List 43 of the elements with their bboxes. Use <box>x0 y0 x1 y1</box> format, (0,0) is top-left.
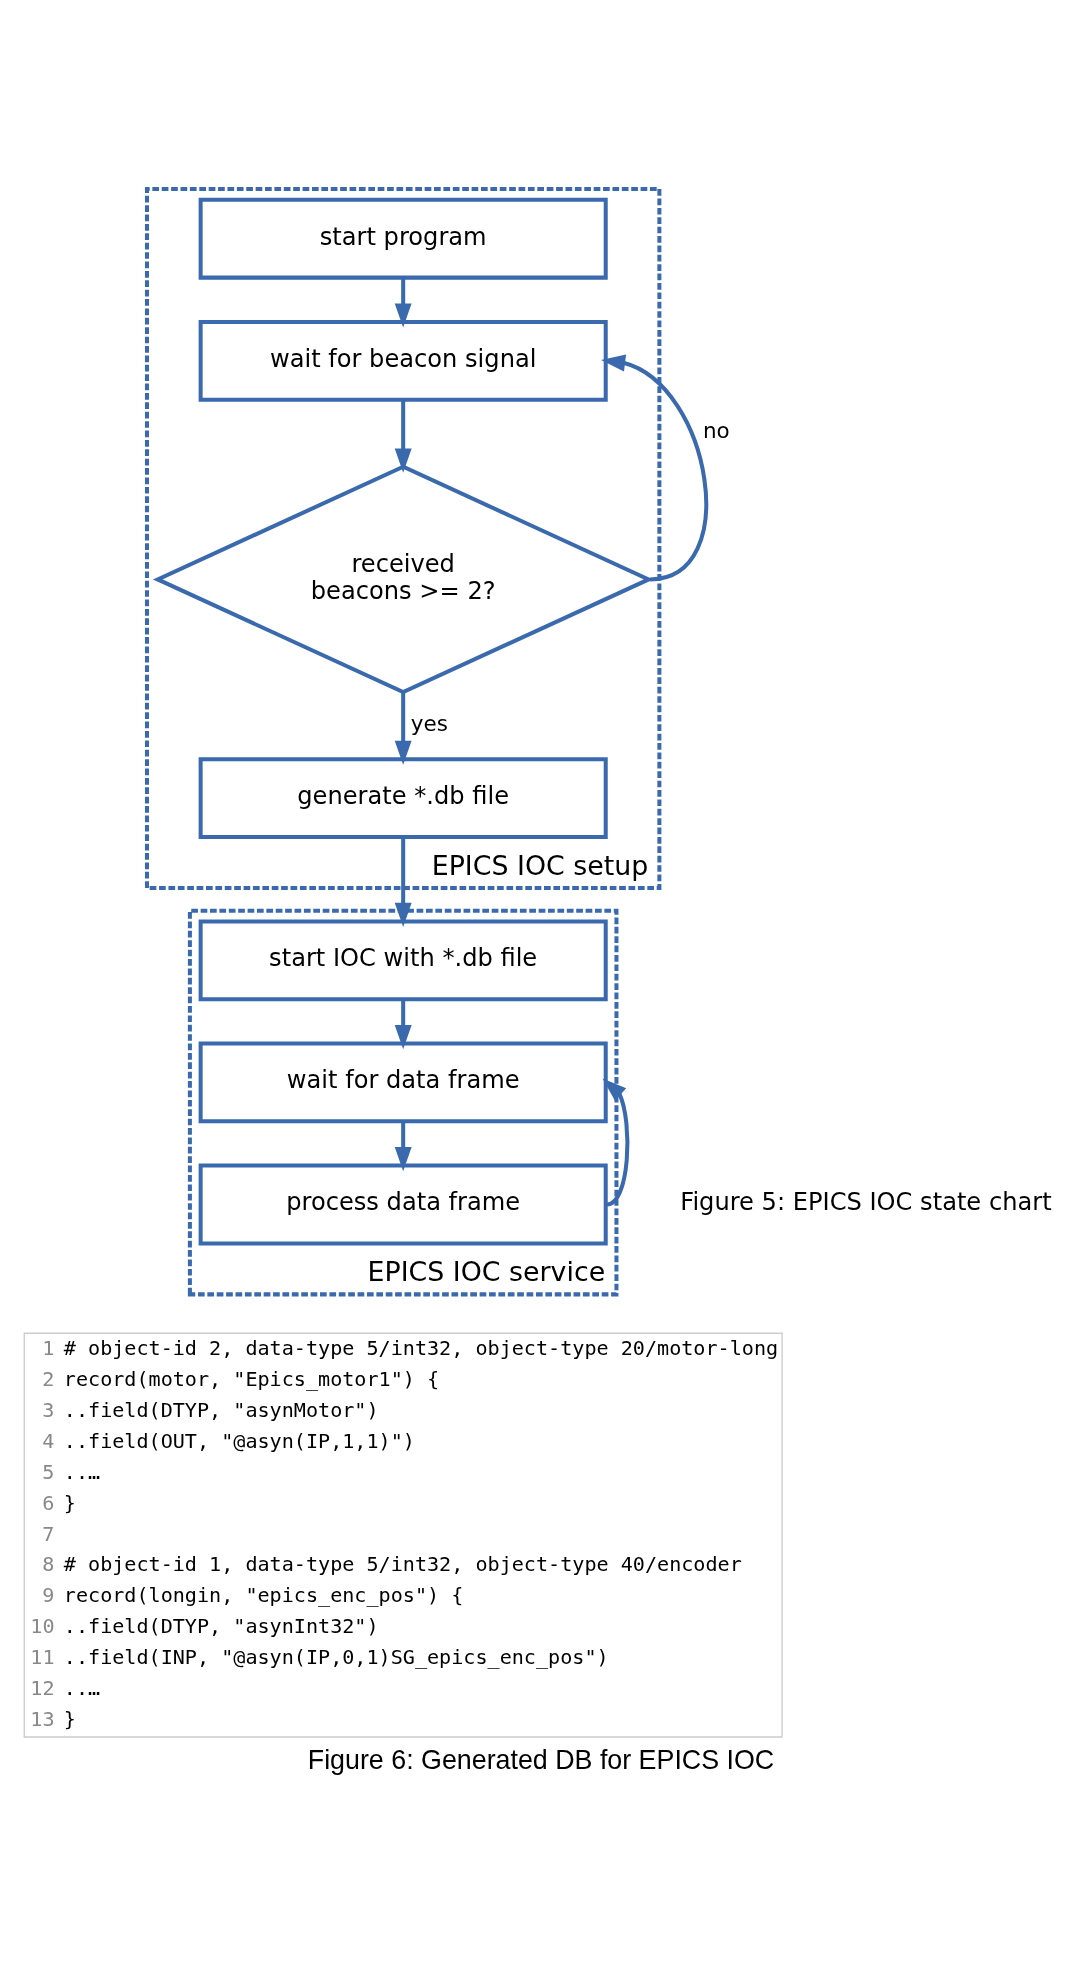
label: record(motor, "Epics_motor1") { <box>63 1367 440 1392</box>
node-box: wait for beacon signal <box>198 319 608 402</box>
label: } <box>63 1490 76 1515</box>
label: 7 <box>42 1521 55 1546</box>
node-box: start program <box>198 197 608 280</box>
label: ..field(DTYP, "asynMotor") <box>63 1398 379 1423</box>
edge-label: yes <box>410 710 448 736</box>
label: } <box>63 1706 76 1731</box>
caption: Figure 6: Generated DB for EPICS IOC <box>307 1745 775 1776</box>
label: 1 <box>42 1336 55 1361</box>
label: ..field(INP, "@asyn(IP,0,1)SG_epics_enc_pos") <box>63 1644 609 1669</box>
label: 9 <box>42 1583 55 1608</box>
label: 8 <box>42 1552 55 1577</box>
label: record(longin, "epics_enc_pos") { <box>63 1583 464 1608</box>
label: ..field(OUT, "@asyn(IP,1,1)") <box>63 1428 415 1453</box>
label: # object-id 1, data-type 5/int32, object-type 40/encoder <box>63 1552 742 1577</box>
arrow <box>394 1121 412 1172</box>
node-box: process data frame <box>198 1163 608 1246</box>
node-box: wait for data frame <box>198 1041 608 1124</box>
label: 5 <box>42 1459 55 1484</box>
arrow <box>394 837 412 927</box>
node-box: generate *.db file <box>198 757 608 839</box>
label: 3 <box>42 1398 55 1423</box>
label: 4 <box>42 1428 55 1453</box>
arrow <box>602 1078 630 1207</box>
label: 10 <box>30 1614 55 1639</box>
arrow <box>394 399 412 473</box>
label: ..… <box>63 1675 101 1700</box>
node-box: start IOC with *.db file <box>198 919 608 1002</box>
label: 6 <box>42 1490 55 1515</box>
arrow <box>394 692 412 765</box>
edge-label: no <box>703 418 730 444</box>
label: 2 <box>42 1367 55 1392</box>
label: ..field(DTYP, "asynInt32") <box>63 1614 379 1639</box>
label: 11 <box>30 1644 55 1669</box>
label: ..… <box>63 1459 101 1484</box>
label: # object-id 2, data-type 5/int32, object-type 20/motor-long <box>63 1336 779 1361</box>
label: 12 <box>30 1675 55 1700</box>
label: Figure 5: EPICS IOC state chart <box>680 1188 1052 1217</box>
arrow <box>394 277 412 328</box>
arrow <box>601 354 709 582</box>
arrow <box>394 999 412 1050</box>
label: 13 <box>30 1706 55 1731</box>
